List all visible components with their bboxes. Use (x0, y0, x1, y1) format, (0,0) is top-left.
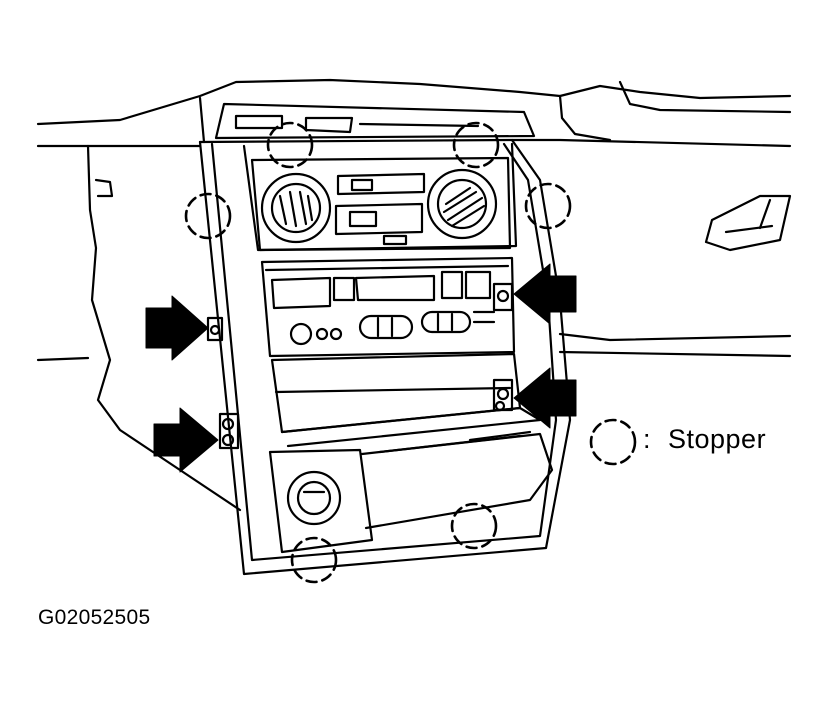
left-knob (260, 172, 332, 244)
legend-separator: : (643, 424, 651, 454)
lower-console (268, 430, 554, 554)
stopper-marker-top-left (266, 121, 314, 169)
arrow-left-lower (153, 407, 219, 473)
right-knob (426, 168, 498, 240)
screw-arrows (145, 263, 577, 473)
storage-pocket (270, 352, 542, 448)
lighter (286, 470, 342, 526)
dashboard-outline (36, 78, 792, 512)
arrow-right-upper (513, 263, 577, 325)
figure-id: G02052505 (38, 606, 151, 629)
arrow-right-lower (513, 367, 577, 429)
stopper-marker-top-right (452, 121, 500, 169)
right-panel-handle (704, 194, 792, 252)
fan-slider (336, 172, 426, 196)
stopper-markers (184, 121, 572, 584)
arrow-left-upper (145, 295, 209, 361)
mode-slider (334, 202, 424, 236)
radio-unit (260, 256, 516, 358)
legend-stopper-symbol (589, 418, 637, 466)
stopper-marker-bottom-right (450, 502, 498, 550)
upper-vents (214, 102, 536, 140)
stopper-marker-bottom-left (290, 536, 338, 584)
stopper-marker-left (184, 192, 232, 240)
stopper-marker-right (524, 182, 572, 230)
legend-stopper-label: Stopper (668, 424, 767, 454)
climate-control-panel (250, 156, 512, 252)
tape-slot (354, 274, 436, 302)
mounting-clips (206, 282, 514, 450)
